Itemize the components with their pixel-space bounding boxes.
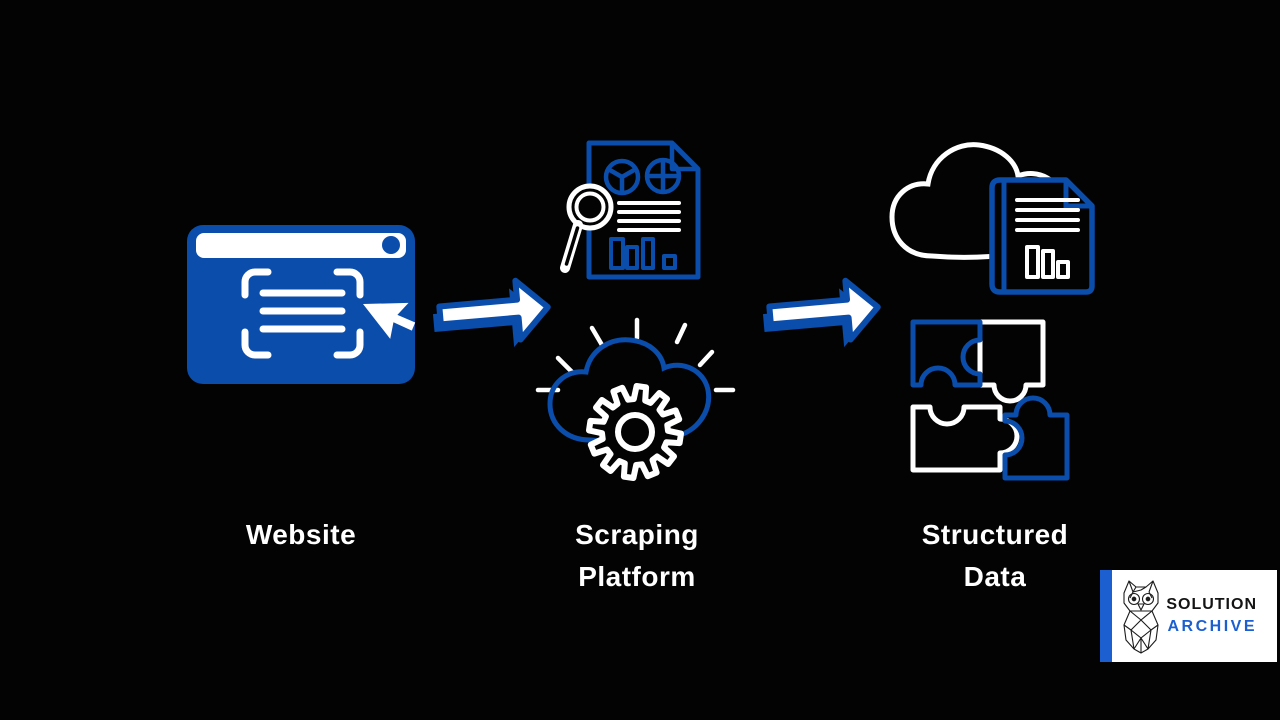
cursor-icon <box>363 302 416 339</box>
content-lines <box>259 289 346 333</box>
puzzle-white-pieces <box>910 319 1046 473</box>
pie-chart-cross-icon <box>644 157 682 195</box>
puzzle-blue-pieces <box>910 319 1070 481</box>
document-lines <box>1015 198 1080 232</box>
arrow-right-icon <box>762 277 881 348</box>
magnifier-icon <box>560 183 614 273</box>
cloud-gear-icon <box>535 317 736 481</box>
browser-titlebar <box>196 233 406 258</box>
logo-accent-bar <box>1100 570 1112 662</box>
owl-icon <box>1123 580 1159 654</box>
logo-name: SOLUTION <box>1166 596 1257 613</box>
logo-text: SOLUTION ARCHIVE <box>1164 594 1257 638</box>
arrow-right-icon <box>432 277 551 348</box>
report-lines <box>617 201 681 232</box>
document-bar-chart <box>1025 245 1070 279</box>
brand-logo: SOLUTION ARCHIVE <box>1100 570 1277 662</box>
gear-hub <box>615 412 655 452</box>
pie-chart-icon <box>603 158 641 196</box>
data-document <box>989 177 1095 295</box>
browser-titlebar-dot <box>382 236 400 254</box>
browser-window-icon <box>187 225 416 384</box>
report-document <box>586 140 701 280</box>
label-scraping-platform: Scraping Platform <box>575 519 699 592</box>
report-magnifier-icon <box>560 140 701 280</box>
cloud-document-icon <box>889 142 1095 295</box>
puzzle-pieces-icon <box>910 319 1070 481</box>
report-bar-chart <box>609 237 677 270</box>
label-website: Website <box>245 519 357 550</box>
logo-subname: ARCHIVE <box>1167 618 1257 635</box>
label-structured-data: Structured Data <box>921 519 1069 592</box>
scan-frame-icon <box>241 268 364 359</box>
